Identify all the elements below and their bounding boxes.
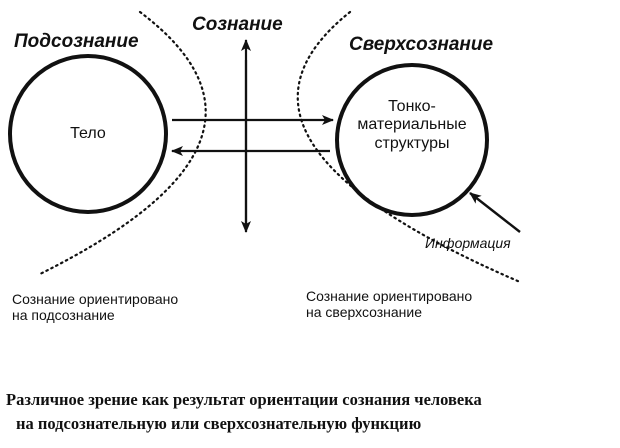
label-subconscious: Подсознание	[14, 31, 139, 52]
label-consciousness: Сознание	[192, 14, 283, 35]
note-right-line-2: на сверхсознание	[306, 304, 423, 321]
right-dotted-curve	[296, 10, 522, 284]
note-left: Сознание ориентировано на подсознание	[12, 291, 178, 323]
caption-line-1: Различное зрение как результат ориентаци…	[6, 390, 482, 409]
left-dotted-curve	[38, 10, 207, 276]
body-circle-label: Тело	[70, 125, 106, 142]
subtle-structures-line-1: Тонко-	[388, 98, 436, 115]
subtle-structures-circle	[335, 63, 489, 217]
note-right-line-1: Сознание ориентировано	[306, 288, 473, 304]
subtle-structures-line-2: материальные	[357, 116, 467, 134]
information-arrow	[469, 192, 521, 233]
subtle-structures-line-3: структуры	[374, 134, 450, 152]
caption-line-2: на подсознательную или сверхсознательную…	[16, 413, 422, 433]
body-circle	[8, 54, 168, 214]
note-left-line-1: Сознание ориентировано	[12, 291, 179, 307]
information-label: Информация	[425, 235, 511, 251]
label-superconscious: Сверхсознание	[349, 34, 494, 55]
figure-caption: Различное зрение как результат ориентаци…	[6, 388, 614, 436]
note-left-line-2: на подсознание	[12, 307, 115, 324]
note-right: Сознание ориентировано на сверхсознание	[306, 288, 472, 320]
subtle-structures-label: Тонко- материальные структуры	[352, 98, 472, 153]
